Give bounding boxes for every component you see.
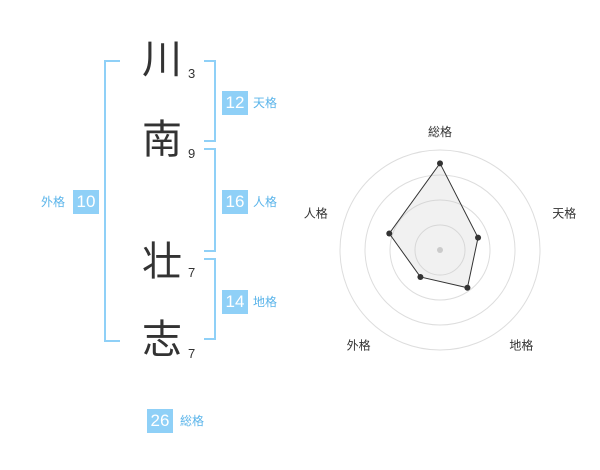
radar-axis-label-4: 外格 xyxy=(347,337,371,352)
name-char-1: 川 xyxy=(142,37,182,83)
radar-point-1 xyxy=(437,160,443,167)
gaikaku-label: 外格 xyxy=(41,195,66,209)
radar-axis-label-5: 人格 xyxy=(304,206,328,221)
jinkaku-bracket xyxy=(204,148,216,252)
tenkaku-value: 12 xyxy=(222,91,248,115)
radar-point-2 xyxy=(475,234,482,241)
stroke-count-4: 7 xyxy=(188,346,196,361)
chikaku-bracket xyxy=(204,258,216,340)
name-char-2: 南 xyxy=(142,117,182,163)
gaikaku-bracket xyxy=(104,60,120,342)
stroke-count-2: 9 xyxy=(188,146,196,161)
radar-axis-label-2: 天格 xyxy=(552,206,576,221)
stroke-count-1: 3 xyxy=(188,66,196,81)
stroke-count-3: 7 xyxy=(188,265,196,280)
radar-area xyxy=(388,162,479,289)
radar-ring-4 xyxy=(339,149,541,351)
chikaku-label: 地格 xyxy=(253,295,278,309)
tenkaku-bracket xyxy=(204,60,216,142)
chikaku-value: 14 xyxy=(222,290,248,314)
radar-center-dot xyxy=(437,247,443,253)
jinkaku-label: 人格 xyxy=(253,195,278,209)
radar-ring-3 xyxy=(364,174,516,326)
soukaku-value: 26 xyxy=(147,409,173,433)
radar-point-4 xyxy=(417,273,424,280)
gaikaku-value: 10 xyxy=(73,190,99,214)
radar-ring-1 xyxy=(414,224,466,276)
jinkaku-value: 16 xyxy=(222,190,248,214)
tenkaku-label: 天格 xyxy=(253,96,278,110)
radar-axis-label-3: 地格 xyxy=(509,337,533,352)
soukaku-label: 総格 xyxy=(180,414,205,428)
radar-point-5 xyxy=(386,230,393,237)
radar-axis-label-1: 総格 xyxy=(428,124,452,139)
radar-point-3 xyxy=(464,284,471,291)
radar-ring-2 xyxy=(389,199,491,301)
name-char-3: 壮 xyxy=(142,239,182,285)
name-char-4: 志 xyxy=(142,317,182,363)
